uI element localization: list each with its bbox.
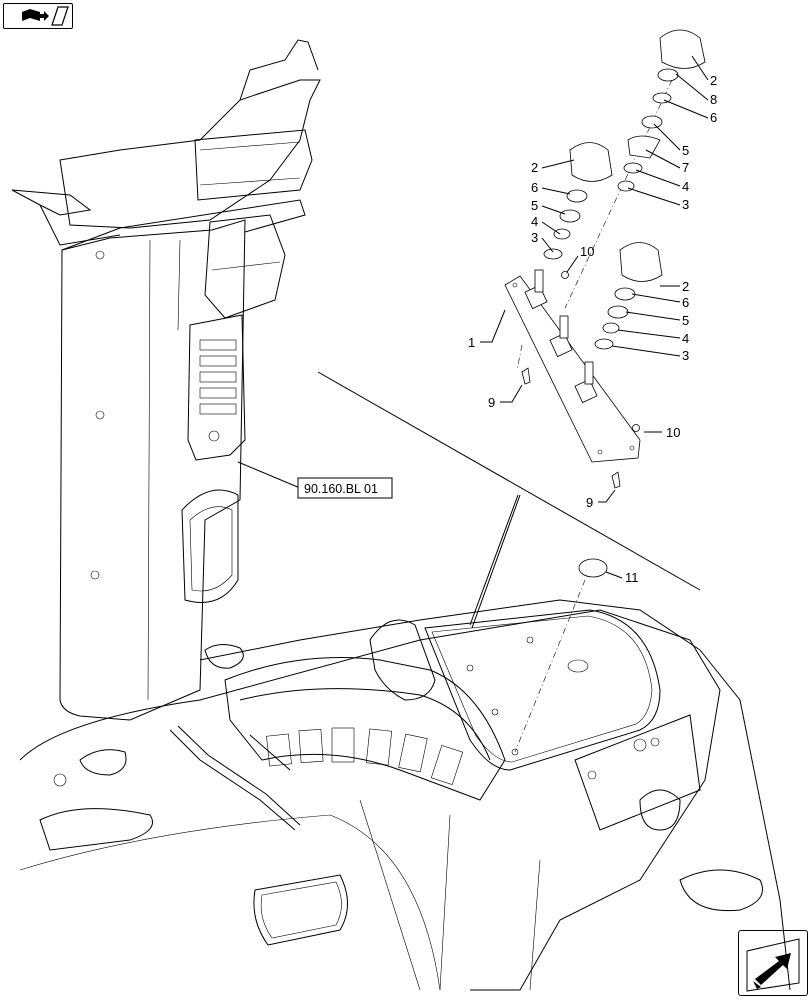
knob-stack-b [543,142,613,260]
callout: 4 [682,179,689,194]
callout: 2 [682,279,689,294]
callout: 5 [531,198,538,213]
callout: 8 [710,92,717,107]
callout-labels: 2 8 6 5 7 4 3 2 6 5 4 3 10 2 6 5 4 3 1 9… [468,73,717,585]
callout: 3 [531,230,538,245]
callout: 6 [710,110,717,125]
callout: 9 [586,495,593,510]
callout: 1 [468,335,475,350]
callout: 2 [531,160,538,175]
callout: 4 [682,331,689,346]
callout: 5 [682,313,689,328]
callout: 6 [531,180,538,195]
reference-label-text: 90.160.BL 01 [304,482,378,496]
knob-stack-a [617,29,706,192]
callout: 5 [682,143,689,158]
callout: 7 [682,160,689,175]
callout: 2 [710,73,717,88]
callout: 10 [580,244,594,259]
callout: 3 [682,348,689,363]
callout: 3 [682,197,689,212]
cab-floor-console [19,599,791,991]
callout: 6 [682,295,689,310]
grommet [578,558,608,578]
callout: 10 [666,425,680,440]
callout: 9 [488,395,495,410]
reference-label[interactable]: 90.160.BL 01 [297,477,393,499]
arrow-next-icon[interactable] [738,930,808,996]
book-open-icon[interactable] [3,3,73,29]
callout: 11 [625,570,639,585]
callout-leaders [480,55,709,579]
console-column [11,39,321,721]
callout: 4 [531,214,538,229]
knob-stack-c [594,242,663,350]
